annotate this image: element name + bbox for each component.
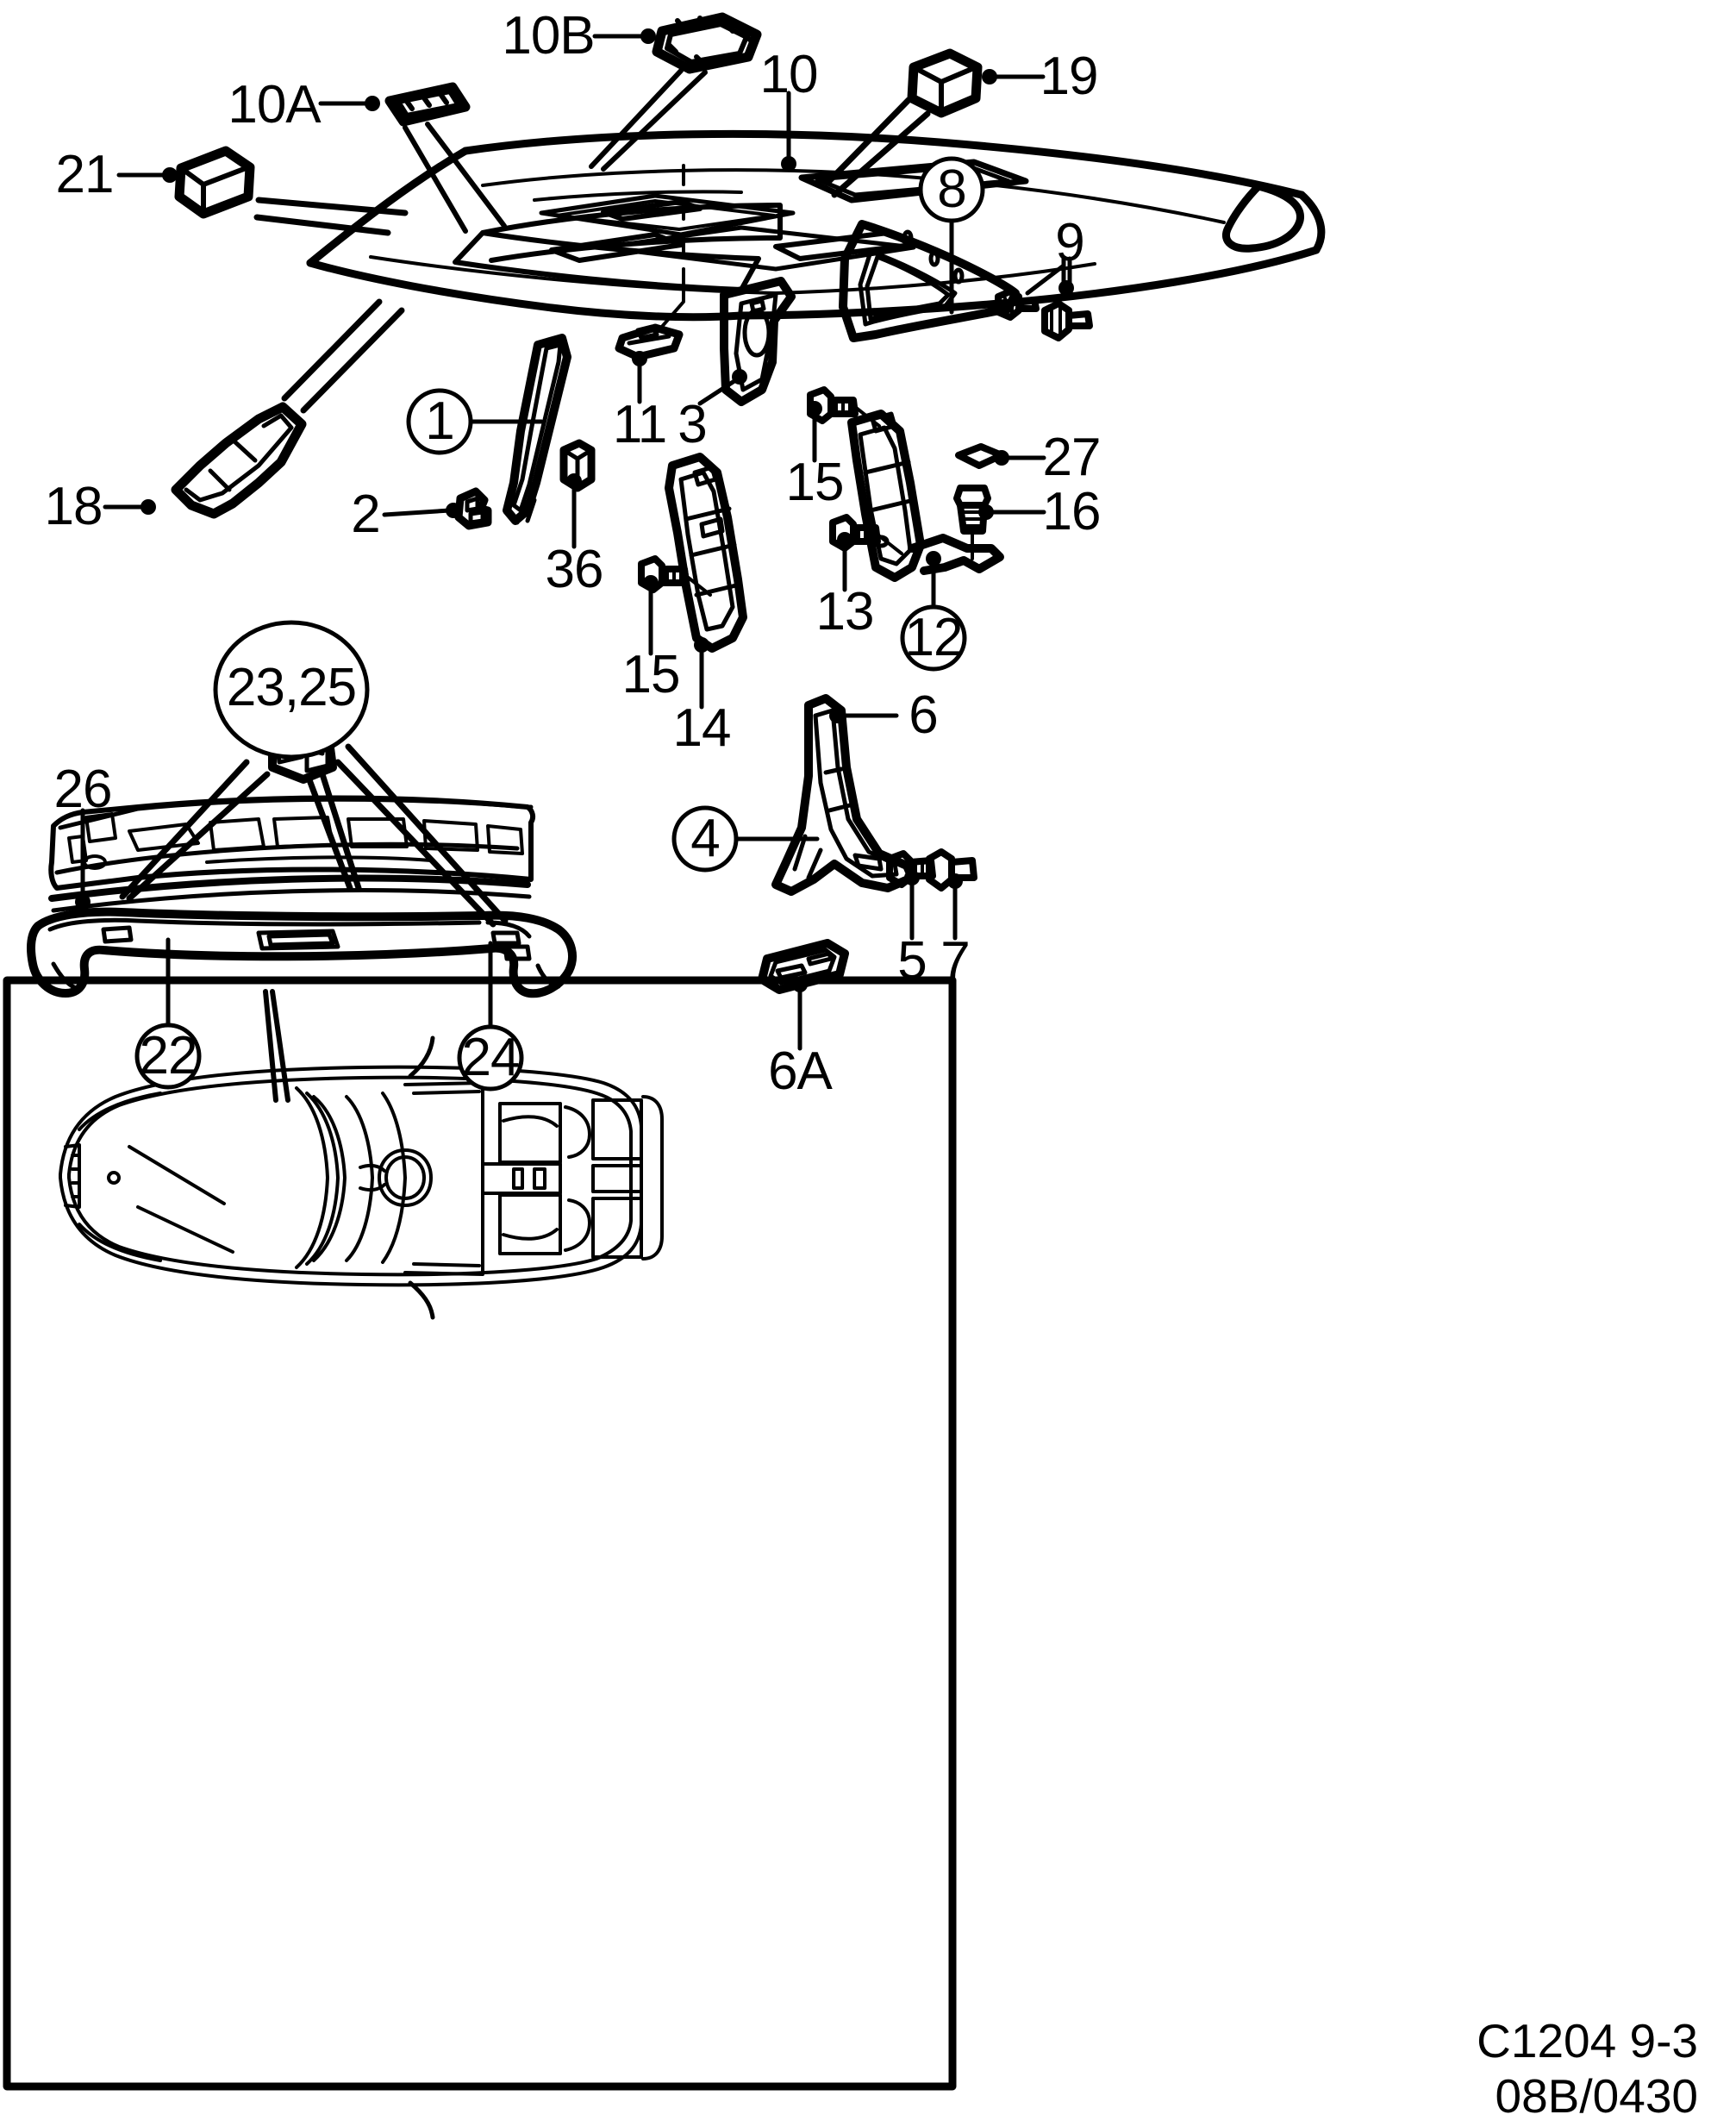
callout-label-10B: 10B <box>502 6 595 66</box>
callout-label-36: 36 <box>545 540 604 599</box>
callout-label-18: 18 <box>44 477 103 536</box>
callout-label-16: 16 <box>1042 482 1102 541</box>
callout-label-12: 12 <box>904 608 964 667</box>
callout-label-3: 3 <box>678 395 707 454</box>
callout-label-4: 4 <box>690 809 720 868</box>
callout-label-2: 2 <box>351 485 380 544</box>
callout-label-27: 27 <box>1042 428 1102 487</box>
diagram-footer-line1: C1204 9-3 <box>1477 2014 1698 2068</box>
callout-label-22: 22 <box>139 1026 198 1085</box>
callout-label-10A: 10A <box>228 75 321 135</box>
callout-label-21: 21 <box>55 145 115 204</box>
callout-label-23-25: 23,25 <box>226 658 357 717</box>
callout-label-7: 7 <box>940 931 970 991</box>
callout-label-11: 11 <box>612 395 667 454</box>
callout-label-9: 9 <box>1055 213 1084 272</box>
diagram-footer-line2: 08B/0430 <box>1495 2069 1699 2123</box>
callout-label-8: 8 <box>937 160 966 219</box>
callout-label-13: 13 <box>815 582 875 641</box>
callout-label-6: 6 <box>909 685 938 745</box>
callout-label-6A: 6A <box>768 1042 833 1101</box>
callout-label-5: 5 <box>897 931 927 991</box>
callout-label-19: 19 <box>1040 47 1099 106</box>
callout-label-26: 26 <box>53 760 113 819</box>
callout-label-14: 14 <box>672 698 732 758</box>
callout-label-10: 10 <box>759 45 819 104</box>
callout-label-15-lower: 15 <box>621 645 681 704</box>
callout-label-24: 24 <box>461 1028 521 1087</box>
callout-label-1: 1 <box>425 391 454 451</box>
callout-label-15-upper: 15 <box>785 453 845 512</box>
